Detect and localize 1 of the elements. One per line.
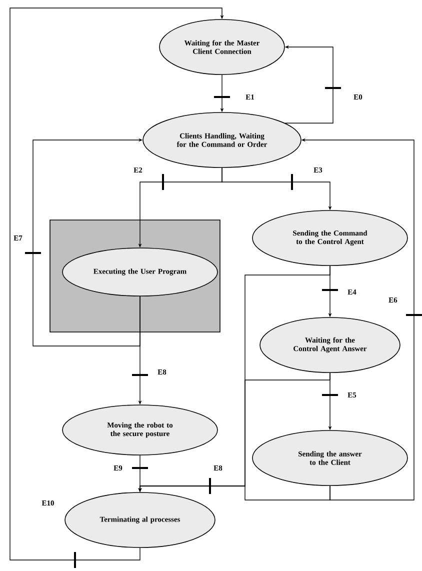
arrow	[10, 8, 224, 560]
